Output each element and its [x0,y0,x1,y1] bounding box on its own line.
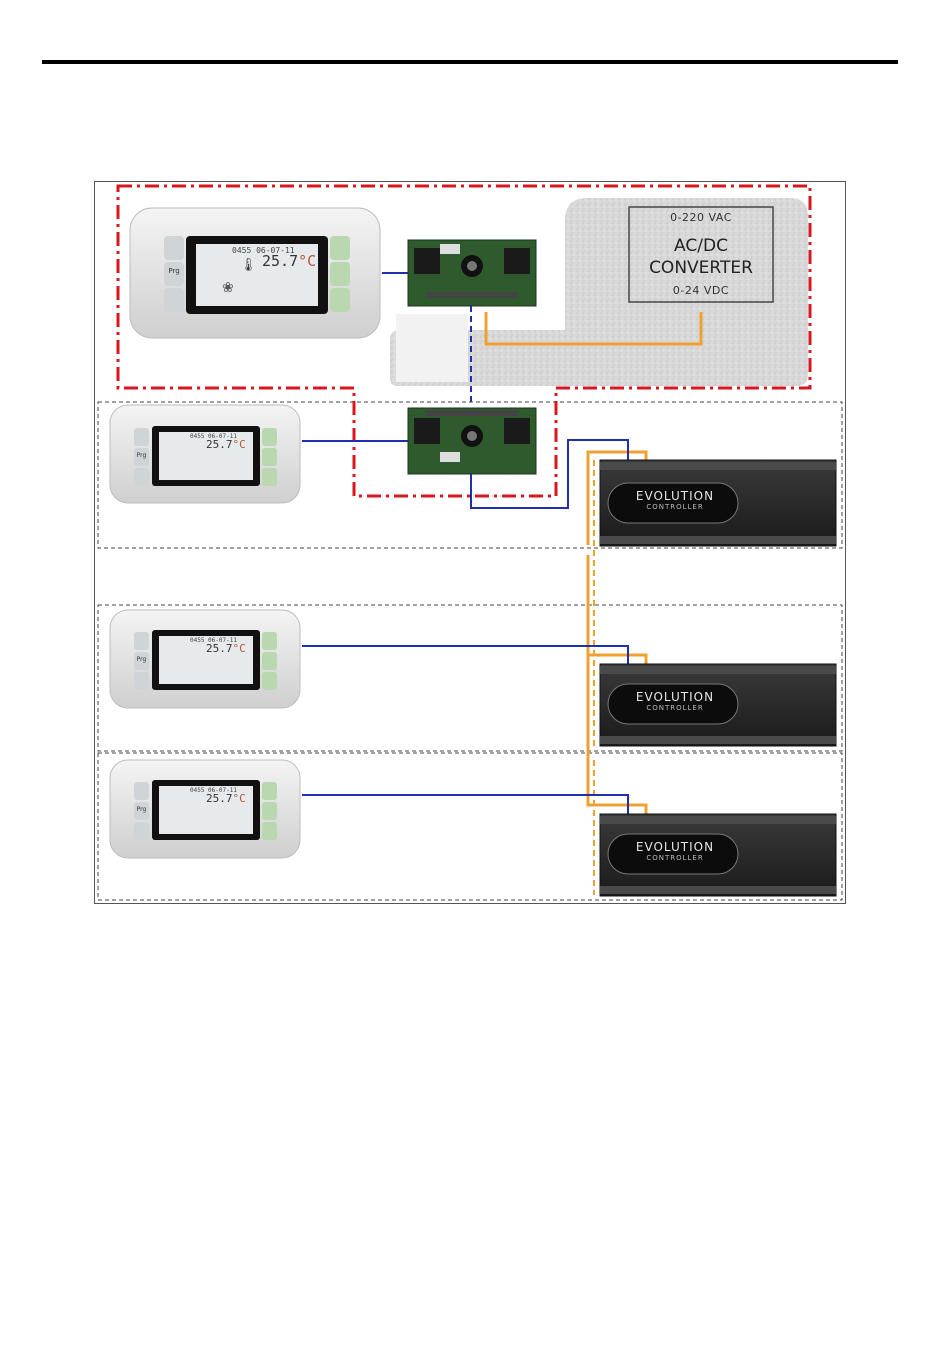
converter-input-label: 0-220 VAC [629,211,773,224]
converter-title-line1: AC/DC [629,235,773,257]
terminal-1-display: 0455 06-07-11 25.7°C [160,433,252,479]
data-line-controller-3 [302,795,628,814]
controller-3-brand: EVOLUTION CONTROLLER [612,841,738,862]
fan-icon: ❀ [222,280,234,296]
display-temp-unit: °C [233,438,246,451]
controller-brand-main: EVOLUTION [612,691,738,704]
controller-brand-main: EVOLUTION [612,490,738,503]
data-line-controller-2 [302,646,628,664]
display-temp-unit: °C [298,252,316,270]
display-temp-value: 25.7 [206,792,233,805]
controller-2-brand: EVOLUTION CONTROLLER [612,691,738,712]
display-temperature: 25.7°C [206,438,246,451]
terminal-large-display: 0455 06-07-11 25.7°C 🌡 ❀ [198,246,316,304]
display-temp-value: 25.7 [206,438,233,451]
controller-brand-sub: CONTROLLER [612,854,738,862]
terminal-large-prg-label: Prg [166,267,182,275]
converter-title-line2: CONVERTER [629,257,773,279]
power-drop-2 [588,655,646,664]
controller-1-brand: EVOLUTION CONTROLLER [612,490,738,511]
display-temp-unit: °C [233,792,246,805]
display-temp-value: 25.7 [206,642,233,655]
display-temp-unit: °C [233,642,246,655]
terminal-3-display: 0455 06-07-11 25.7°C [160,787,252,833]
terminal-2-display: 0455 06-07-11 25.7°C [160,637,252,683]
display-temperature: 25.7°C [206,642,246,655]
display-temperature: 25.7°C [206,792,246,805]
controller-brand-main: EVOLUTION [612,841,738,854]
converter-output-label: 0-24 VDC [629,284,773,297]
terminal-2-prg-label: Prg [135,656,148,663]
terminal-3-prg-label: Prg [135,806,148,813]
terminal-1-prg-label: Prg [135,452,148,459]
power-zone-notch [396,314,468,382]
controller-brand-sub: CONTROLLER [612,503,738,511]
thermometer-icon: 🌡 [240,258,257,273]
controller-brand-sub: CONTROLLER [612,704,738,712]
display-temperature: 25.7°C [262,252,316,270]
pcb-board-middle [408,408,536,474]
pcb-board-top [408,240,536,306]
display-temp-value: 25.7 [262,252,298,270]
